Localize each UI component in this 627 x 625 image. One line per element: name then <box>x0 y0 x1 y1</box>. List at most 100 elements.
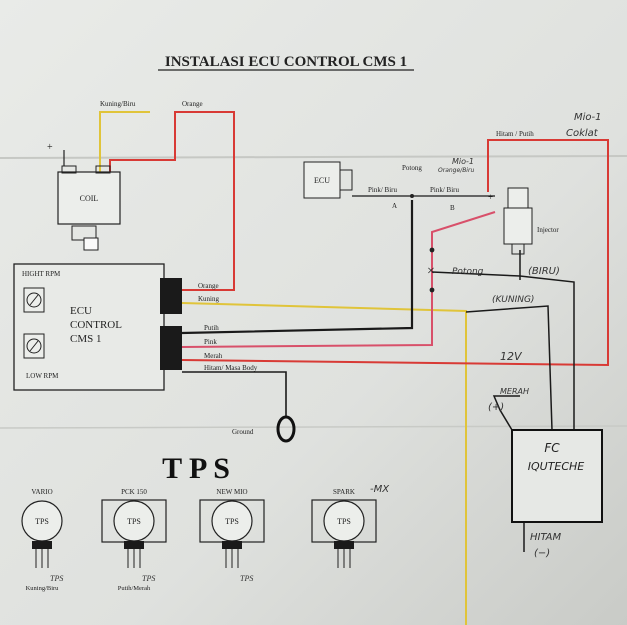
hand-plus: (+) <box>488 402 504 413</box>
fc-label-2: IQUTECHE <box>528 460 585 473</box>
injector: + Injector <box>488 187 559 255</box>
wire-putih <box>181 200 414 335</box>
low-rpm-dial <box>26 338 42 354</box>
label-pink-biru-2: Pink/ Biru <box>430 186 459 194</box>
ecu-control-line-1: ECU <box>70 305 92 317</box>
tps-wire-label: Putih/Merah <box>118 585 151 592</box>
cut-point <box>410 194 414 198</box>
fc-label-1: FC <box>544 441 560 455</box>
ground-ring <box>276 415 296 443</box>
label-putih: Putih <box>204 324 219 332</box>
diagram-title: INSTALASI ECU CONTROL CMS 1 <box>165 54 407 70</box>
wire-kuning <box>181 302 467 625</box>
hand-kuning: (KUNING) <box>492 295 534 305</box>
connector-bottom <box>160 326 182 370</box>
injector-top <box>507 187 529 209</box>
label-pink-biru-1: Pink/ Biru <box>368 186 397 194</box>
wire-kuning-hand <box>465 305 553 431</box>
coil-label: COIL <box>80 194 99 203</box>
tps-sensor: NEW MIO TPS TPS <box>199 488 265 583</box>
label-orange-top: Orange <box>182 100 203 108</box>
tps-tag: TPS <box>142 574 155 583</box>
tps-body-label: TPS <box>225 517 239 526</box>
fc-iquteche: FC IQUTECHE <box>511 429 603 523</box>
wire-merah <box>181 139 609 367</box>
high-rpm-label: HIGHT RPM <box>22 270 61 278</box>
wire-hitam-masa <box>182 371 287 418</box>
coil-terminal <box>95 165 111 174</box>
coil: + COIL <box>47 142 121 251</box>
low-rpm-label: LOW RPM <box>26 372 59 380</box>
tps-body-label: TPS <box>35 517 49 526</box>
fc-box <box>511 429 603 523</box>
injector-label: Injector <box>537 226 559 234</box>
hand-spark-mx: -MX <box>370 484 390 495</box>
label-orange: Orange <box>198 282 219 290</box>
ecu-small-plug <box>339 169 353 191</box>
tps-connector <box>124 541 144 549</box>
label-pink: Pink <box>204 338 217 346</box>
high-rpm-slot <box>29 294 39 306</box>
tps-connector <box>334 541 354 549</box>
tps-sensor-name: SPARK <box>333 488 355 496</box>
injector-plus: + <box>488 192 493 202</box>
injector-body <box>503 207 533 245</box>
cut-mark: × <box>427 264 435 279</box>
tps-connector <box>32 541 52 549</box>
wire-merah-plus <box>492 395 520 431</box>
high-rpm-dial <box>26 292 42 308</box>
hand-hitam: HITAM <box>530 532 562 543</box>
label-merah: Merah <box>204 352 223 360</box>
tps-sensor: SPARK TPS <box>311 488 377 568</box>
wire-biru-hand <box>431 271 575 430</box>
tps-tag: TPS <box>50 574 63 583</box>
paper-fold <box>0 155 627 159</box>
paper-fold-lower <box>0 425 627 429</box>
hand-biru: (BIRU) <box>528 266 560 277</box>
junction-dot <box>429 287 435 293</box>
hand-mio-coklat-1: Mio-1 <box>574 112 602 123</box>
tps-body-label: TPS <box>337 517 351 526</box>
ecu-small-body <box>303 161 341 199</box>
hand-minus: (−) <box>534 548 550 559</box>
injector-nozzle <box>511 243 525 255</box>
tps-connector <box>222 541 242 549</box>
point-a: A <box>392 202 397 210</box>
tps-body-label: TPS <box>127 517 141 526</box>
coil-lead <box>83 237 99 251</box>
ecu-control-line-3: CMS 1 <box>70 333 102 345</box>
hand-12v: 12V <box>500 350 523 363</box>
tps-sensor-name: NEW MIO <box>216 488 247 496</box>
tps-heading: T P S <box>162 452 230 485</box>
tps-sensor-name: VARIO <box>31 488 52 496</box>
hand-mio-orange-2: Orange/Biru <box>438 167 474 174</box>
label-ground: Ground <box>232 428 254 436</box>
wire-orange-coil <box>109 111 235 291</box>
label-kuning: Kuning <box>198 295 220 303</box>
label-kuning-biru: Kuning/Biru <box>100 100 136 108</box>
label-potong: Potong <box>402 164 422 172</box>
hand-merah: MERAH <box>500 387 529 396</box>
coil-body <box>57 171 121 225</box>
ecu-control: HIGHT RPM LOW RPM ECU CONTROL CMS 1 <box>13 263 182 391</box>
tps-tag: TPS <box>240 574 253 583</box>
hand-mio-orange-1: Mio-1 <box>452 157 474 166</box>
wire-kuning-biru-coil <box>99 111 150 172</box>
connector-top <box>160 278 182 314</box>
low-rpm-slot <box>29 340 39 352</box>
point-b: B <box>450 204 455 212</box>
coil-plus: + <box>47 142 53 153</box>
coil-terminal <box>61 165 77 174</box>
ecu-control-line-2: CONTROL <box>70 319 122 331</box>
label-hitam-putih: Hitam / Putih <box>496 130 534 138</box>
junction-dot <box>429 247 435 253</box>
ecu-control-body <box>13 263 165 391</box>
hand-potong: Potong <box>452 267 484 277</box>
ecu-small-label: ECU <box>314 176 330 185</box>
label-hitam-masa: Hitam/ Masa Body <box>204 364 258 372</box>
hand-mio-coklat-2: Coklat <box>566 128 599 139</box>
